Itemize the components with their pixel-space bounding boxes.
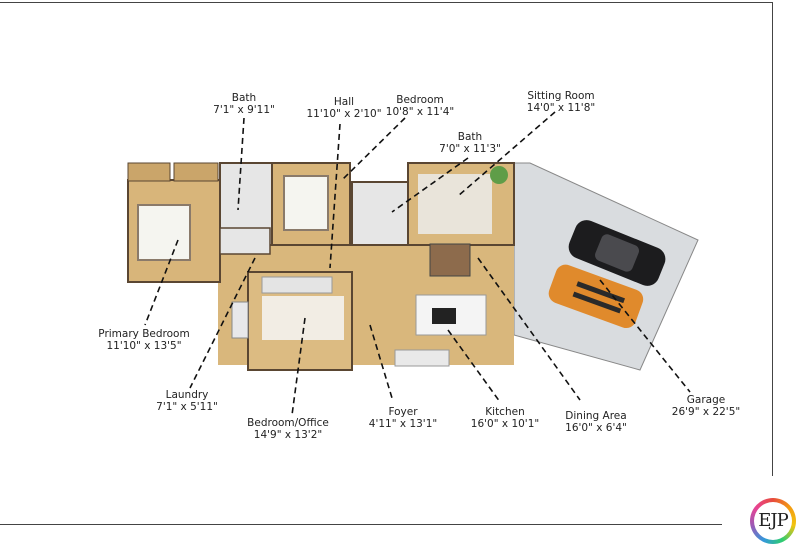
room-dims: 26'9" x 22'5" xyxy=(671,406,741,418)
room-dims: 16'0" x 10'1" xyxy=(470,418,540,430)
room-name: Bath xyxy=(231,92,257,104)
black-car xyxy=(568,220,666,286)
closet-top-right xyxy=(173,162,219,182)
room-dims: 7'0" x 11'3" xyxy=(439,143,501,155)
bedroom-bed xyxy=(283,175,329,231)
dining-table xyxy=(429,243,471,277)
label-hall: Hall 11'10" x 2'10" xyxy=(306,96,381,120)
label-primary-bedroom: Primary Bedroom 11'10" x 13'5" xyxy=(98,328,189,352)
label-bedroom: Bedroom 10'8" x 11'4" xyxy=(386,94,454,118)
leader-lines xyxy=(144,111,691,416)
orange-car xyxy=(548,264,644,329)
frame-right-line xyxy=(772,2,773,476)
room-dims: 11'10" x 13'5" xyxy=(106,340,182,352)
room-dims: 11'10" x 2'10" xyxy=(306,108,382,120)
label-kitchen: Kitchen 16'0" x 10'1" xyxy=(471,406,539,430)
room-name: Bedroom xyxy=(396,94,444,106)
frame-top-line xyxy=(0,2,772,3)
cooktop xyxy=(432,308,456,324)
room-name: Primary Bedroom xyxy=(98,328,190,340)
room-name: Garage xyxy=(686,394,726,406)
office-sofa xyxy=(261,276,333,294)
label-garage: Garage 26'9" x 22'5" xyxy=(672,394,740,418)
room-name: Dining Area xyxy=(565,410,627,422)
primary-bed xyxy=(137,204,191,261)
closet-top-left xyxy=(127,162,171,182)
laundry-floor xyxy=(219,227,271,255)
logo-text: EJP xyxy=(754,502,792,540)
room-name: Hall xyxy=(333,96,355,108)
room-name: Sitting Room xyxy=(527,90,595,102)
label-laundry: Laundry 7'1" x 5'11" xyxy=(156,389,218,413)
sitting-rug xyxy=(418,174,492,234)
kitchen-counter xyxy=(394,349,450,367)
room-dims: 16'0" x 6'4" xyxy=(565,422,627,434)
entry-door xyxy=(231,301,249,339)
label-bedroom-office: Bedroom/Office 14'9" x 13'2" xyxy=(247,417,329,441)
room-name: Foyer xyxy=(388,406,418,418)
bath2-floor xyxy=(351,181,409,246)
room-dims: 14'9" x 13'2" xyxy=(253,429,323,441)
room-dims: 7'1" x 9'11" xyxy=(213,104,275,116)
label-bath-1: Bath 7'1" x 9'11" xyxy=(213,92,275,116)
logo: EJP xyxy=(750,498,796,544)
room-name: Laundry xyxy=(165,389,209,401)
room-name: Bedroom/Office xyxy=(247,417,329,429)
room-dims: 14'0" x 11'8" xyxy=(526,102,596,114)
label-sitting-room: Sitting Room 14'0" x 11'8" xyxy=(527,90,595,114)
room-name: Bath xyxy=(457,131,483,143)
room-dims: 7'1" x 5'11" xyxy=(156,401,218,413)
room-dims: 10'8" x 11'4" xyxy=(385,106,455,118)
label-dining-area: Dining Area 16'0" x 6'4" xyxy=(565,410,627,434)
label-bath-2: Bath 7'0" x 11'3" xyxy=(439,131,501,155)
frame-bottom-line xyxy=(0,524,722,525)
room-name: Kitchen xyxy=(485,406,525,418)
plant xyxy=(490,166,508,184)
room-dims: 4'11" x 13'1" xyxy=(368,418,438,430)
label-foyer: Foyer 4'11" x 13'1" xyxy=(369,406,437,430)
